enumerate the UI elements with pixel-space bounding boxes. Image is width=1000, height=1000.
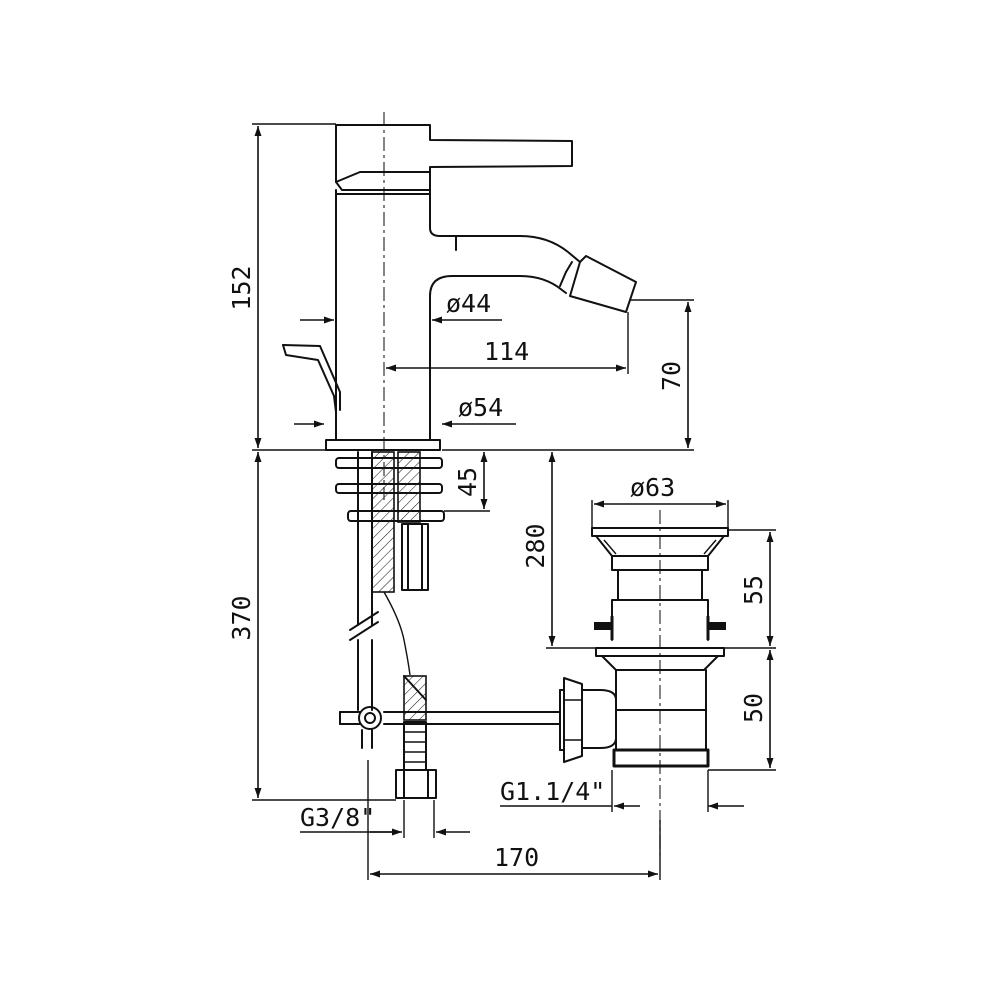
dim-spout-height: 70 [657, 361, 686, 391]
dim-waste-offset: 170 [494, 843, 539, 872]
waste-assembly [559, 510, 729, 860]
dim-hose-length: 370 [227, 595, 256, 640]
dimension-lines [252, 123, 776, 880]
dim-waste-lower: 50 [739, 693, 768, 723]
dim-height-total: 152 [227, 265, 256, 310]
mixer-body [282, 112, 637, 500]
dim-supply-thread: G3/8" [300, 803, 375, 832]
dim-waste-thread: G1.1/4" [500, 777, 605, 806]
dim-spout-reach: 114 [484, 337, 529, 366]
dim-waste-depth: 280 [521, 523, 550, 568]
linkage-rod [339, 706, 561, 749]
dim-deck-thickness: 45 [453, 467, 482, 497]
dim-body-diameter: ø54 [458, 393, 503, 422]
dim-waste-diameter: ø63 [630, 473, 675, 502]
dim-spout-diameter: ø44 [446, 289, 491, 318]
deck-fixing [335, 451, 445, 799]
dim-waste-upper: 55 [739, 575, 768, 605]
